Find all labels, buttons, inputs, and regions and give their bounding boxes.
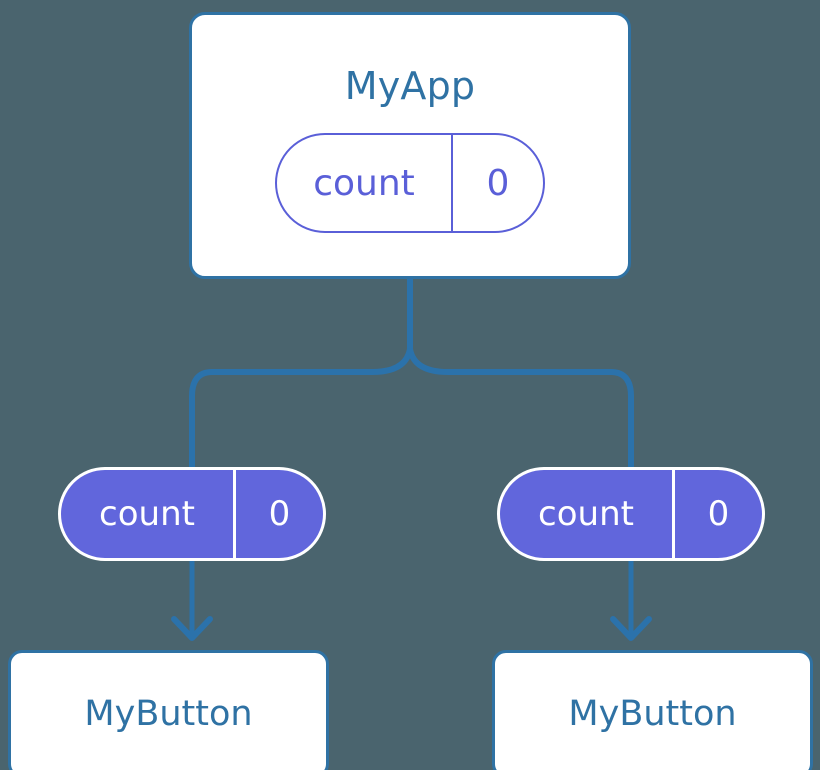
fork-branch-right: [407, 348, 634, 470]
component-title-mybutton-right: MyButton: [568, 693, 737, 734]
state-pill-left[interactable]: count 0: [58, 467, 326, 561]
component-title-mybutton-left: MyButton: [84, 693, 253, 734]
state-pill-left-key: count: [61, 470, 236, 558]
component-card-mybutton-right[interactable]: MyButton: [492, 650, 813, 770]
fork-branch-left: [189, 348, 413, 470]
state-pill-right[interactable]: count 0: [497, 467, 765, 561]
arrowhead-right-icon: [610, 616, 652, 641]
state-pill-right-value: 0: [707, 494, 730, 534]
state-pill-root-value: 0: [486, 162, 510, 204]
component-card-mybutton-left[interactable]: MyButton: [8, 650, 329, 770]
state-pill-root-key: count: [277, 135, 453, 231]
arrowhead-left-icon: [171, 616, 213, 641]
component-card-myapp[interactable]: MyApp count 0: [189, 12, 631, 279]
state-pill-root[interactable]: count 0: [275, 133, 545, 233]
state-pill-right-key: count: [500, 470, 675, 558]
component-title-myapp: MyApp: [344, 64, 476, 108]
state-pill-left-value: 0: [268, 494, 291, 534]
